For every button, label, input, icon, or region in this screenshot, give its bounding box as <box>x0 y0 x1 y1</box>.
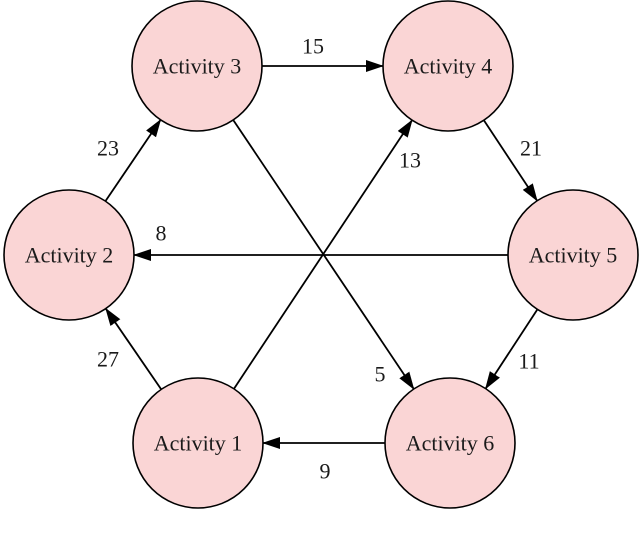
edge-weight-label: 13 <box>399 148 421 173</box>
node-label-activity-1: Activity 1 <box>154 431 243 456</box>
node-activity-4 <box>382 0 514 132</box>
node-activity-5 <box>507 189 639 321</box>
edge-weight-label: 5 <box>375 362 386 387</box>
edge-activity2-to-activity3 <box>104 118 162 202</box>
edge-weight-label: 15 <box>302 34 324 59</box>
node-label-activity-4: Activity 4 <box>404 54 493 79</box>
node-activity-1 <box>132 377 264 509</box>
edges-layer: 15 23 21 8 13 5 11 27 9 <box>97 34 542 484</box>
node-label-activity-2: Activity 2 <box>25 243 114 268</box>
node-activity-3 <box>131 0 263 132</box>
edge-weight-label: 11 <box>518 349 539 374</box>
edge-weight-label: 9 <box>320 459 331 484</box>
node-label-activity-5: Activity 5 <box>529 243 618 268</box>
node-label-activity-6: Activity 6 <box>406 431 495 456</box>
nodes-layer: Activity 1 Activity 2 Activity 3 Activity 4… <box>3 0 639 509</box>
edge-weight-label: 8 <box>156 221 167 246</box>
edge-weight-label: 27 <box>97 347 119 372</box>
edge-weight-label: 21 <box>520 136 542 161</box>
edge-weight-label: 23 <box>97 136 119 161</box>
node-label-activity-3: Activity 3 <box>153 54 242 79</box>
edge-activity4-to-activity5 <box>483 119 538 202</box>
edge-activity3-to-activity6 <box>232 119 415 390</box>
node-activity-6 <box>384 377 516 509</box>
node-activity-2 <box>3 189 135 321</box>
edge-activity5-to-activity6 <box>484 308 539 390</box>
edge-activity1-to-activity2 <box>105 307 162 390</box>
